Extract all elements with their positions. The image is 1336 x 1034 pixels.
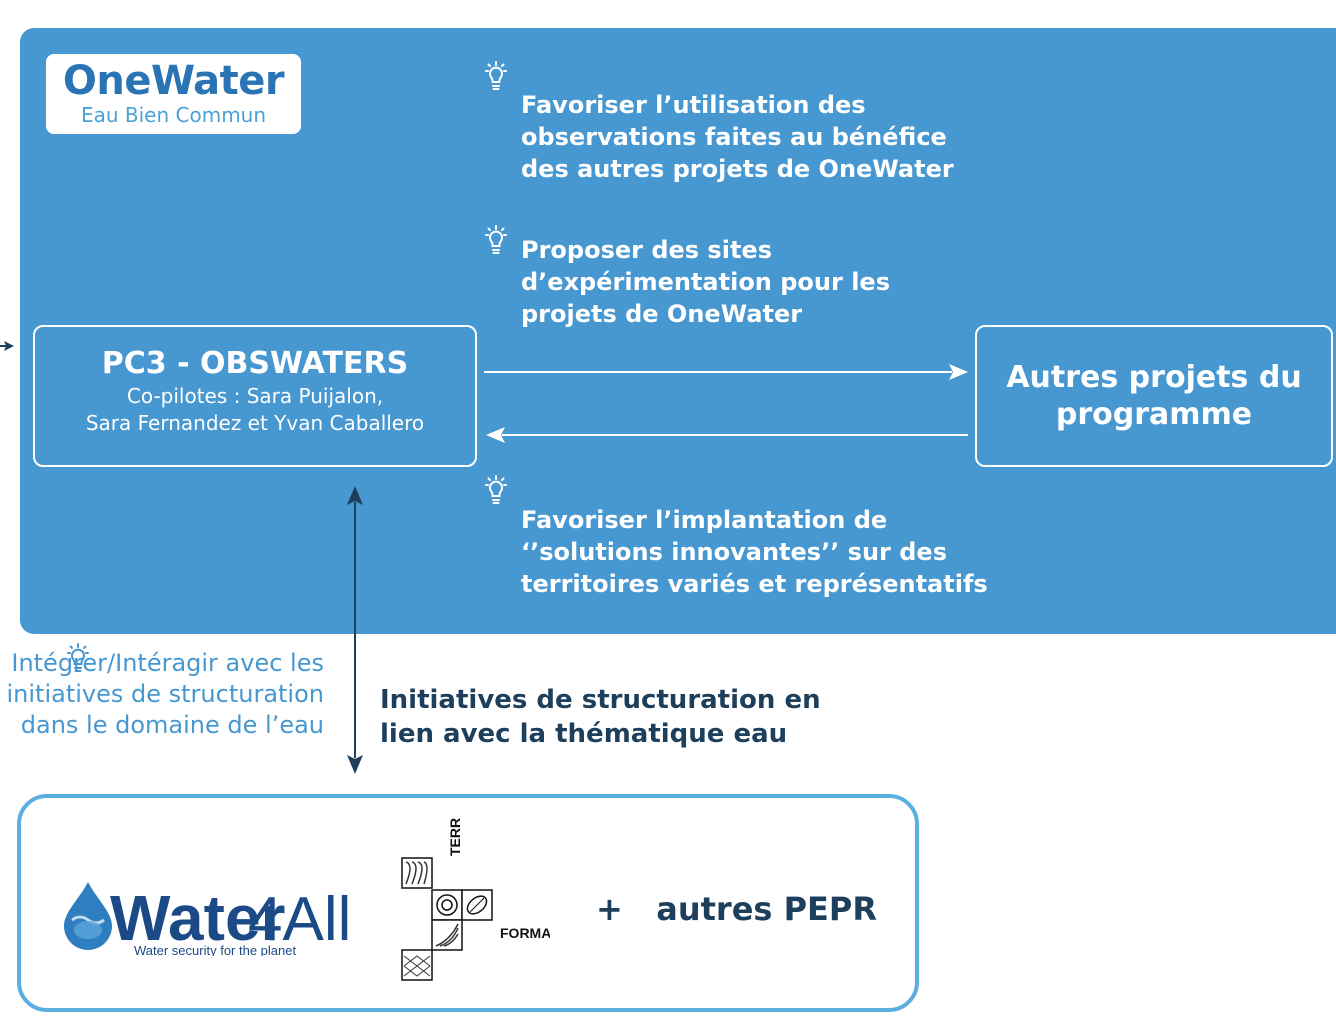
water4all-name-bold: Water (110, 882, 285, 954)
terra-forma-logo: TERRA FORMA (401, 818, 550, 981)
logo-tagline: Eau Bien Commun (80, 103, 267, 127)
autres-projets-node: Autres projets du programme (975, 325, 1333, 467)
lightbulb-icon (485, 225, 507, 254)
bullet-observations: Favoriser l’utilisation des observations… (521, 91, 954, 183)
autres-pepr-label: + autres PEPR (596, 890, 877, 928)
pc3-copilots-line1: Co-pilotes : Sara Puijalon, (126, 384, 384, 408)
terra-forma-bottom: FORMA (500, 925, 550, 941)
lightbulb-icon (67, 643, 89, 672)
bullet-solutions: Favoriser l’implantation de ‘’solutions … (521, 506, 988, 598)
arrow-left-edge (0, 341, 14, 351)
integrer-note-text: Intégrer/Intéragir avec les initiatives … (6, 649, 325, 739)
water4all-tagline: Water security for the planet (134, 943, 296, 956)
onewater-logo: OneWater Eau Bien Commun (46, 54, 301, 134)
lightbulb-icon (485, 61, 507, 90)
autres-projets-line2: programme (1055, 397, 1253, 432)
lightbulb-icon (485, 475, 507, 504)
pc3-title: PC3 - OBSWATERS (101, 346, 409, 381)
pc3-copilots-line2: Sara Fernandez et Yvan Caballero (85, 411, 425, 435)
structuration-line1: Initiatives de structuration en (380, 685, 821, 715)
water4all-name-thin: 4All (248, 885, 351, 954)
structuration-line2: lien avec la thématique eau (380, 719, 788, 749)
water4all-logo: Water 4All Water security for the planet (64, 882, 351, 956)
autres-projets-line1: Autres projets du (1006, 360, 1302, 395)
pc3-obswaters-node: PC3 - OBSWATERS Co-pilotes : Sara Puijal… (33, 325, 477, 467)
integrer-note: Intégrer/Intéragir avec les initiatives … (4, 648, 325, 741)
logo-name: OneWater (62, 58, 285, 104)
structuration-label: Initiatives de structuration en lien ave… (380, 683, 821, 751)
arrow-pc3-to-autres (484, 364, 968, 380)
terra-forma-top: TERRA (447, 818, 463, 856)
bullet-sites: Proposer des sites d’expérimentation pou… (521, 236, 890, 328)
arrow-vertical-bidirectional (347, 486, 363, 774)
arrow-autres-to-pc3 (486, 427, 968, 443)
